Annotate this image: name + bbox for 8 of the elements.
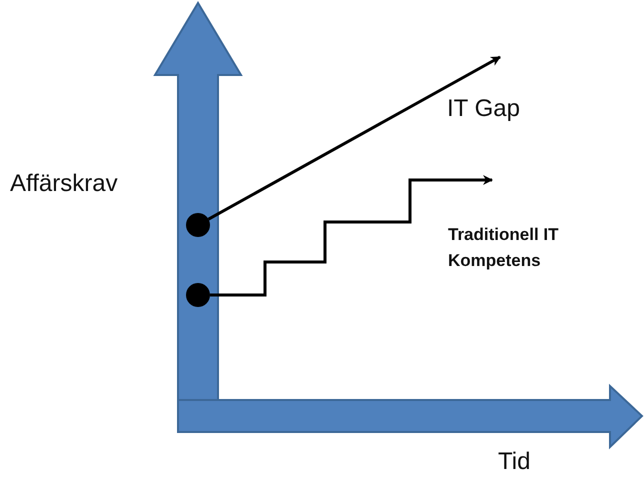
axis-label: Affärskrav <box>10 170 118 198</box>
dot <box>186 283 210 307</box>
edge-label: IT Gap <box>447 95 520 123</box>
dot <box>186 213 210 237</box>
arrow <box>210 175 493 296</box>
arrow <box>208 56 501 220</box>
edge-label: Traditionell IT Kompetens <box>448 224 560 272</box>
axis-label: Tid <box>498 448 530 476</box>
